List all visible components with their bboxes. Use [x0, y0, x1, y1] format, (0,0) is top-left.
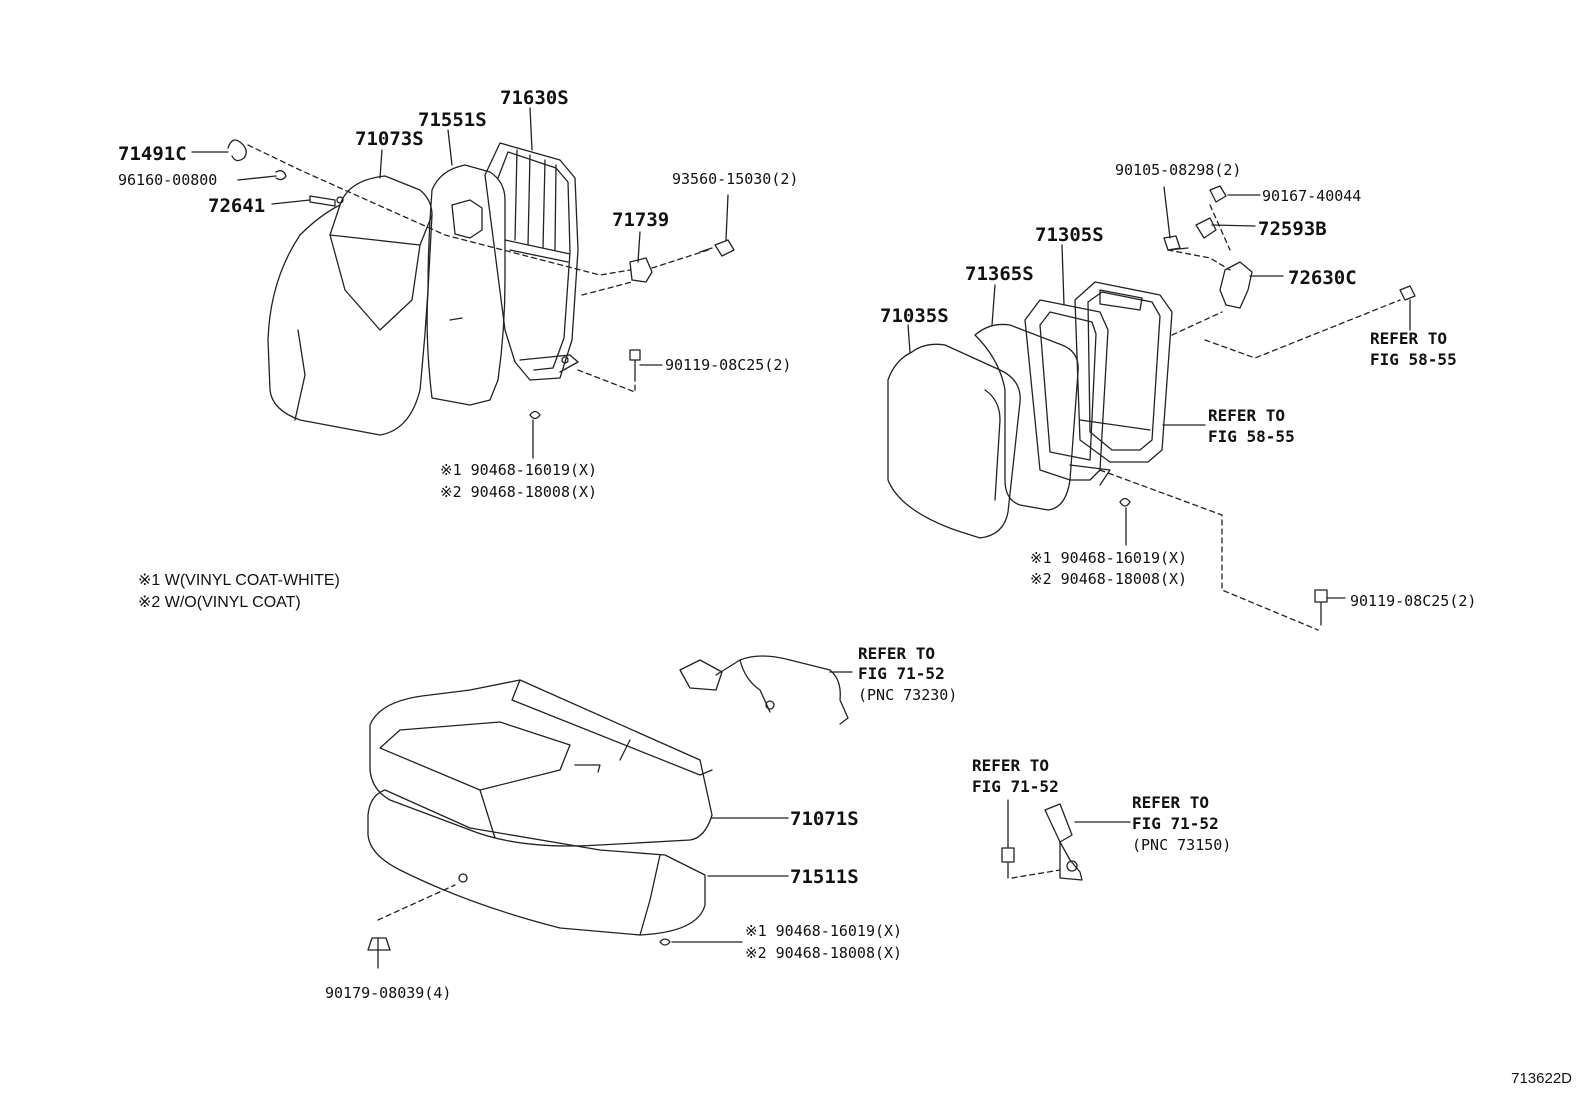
refer-58-55-a-line1: REFER TO — [1370, 329, 1448, 348]
label-71073S: 71073S — [355, 128, 424, 150]
refer-71-52-b-line2: FIG 71-52 — [972, 777, 1059, 796]
label-90105-08298: 90105-08298(2) — [1115, 161, 1242, 179]
label-90179-08039: 90179-08039(4) — [325, 984, 452, 1002]
label-90468-b2: ※2 90468-18008(X) — [1030, 570, 1188, 588]
refer-58-55-b-line1: REFER TO — [1208, 406, 1286, 425]
seatback-pad-71551S — [427, 165, 505, 405]
label-71630S: 71630S — [500, 87, 569, 109]
label-90468-c1: ※1 90468-16019(X) — [745, 922, 903, 940]
seat-cushion-cover-71071S — [370, 680, 712, 846]
seatback-frame-71630S — [485, 143, 578, 380]
note-2: ※2 W/O(VINYL COAT) — [138, 594, 301, 611]
refer-71-52-a-line2: FIG 71-52 — [858, 664, 945, 683]
refer-58-55-b-line2: FIG 58-55 — [1208, 427, 1295, 446]
figure-id: 713622D — [1511, 1070, 1572, 1087]
bolt-90167-icon — [1210, 186, 1226, 202]
label-71491C: 71491C — [118, 143, 187, 165]
label-90468-a2: ※2 90468-18008(X) — [440, 483, 598, 501]
label-90468-c2: ※2 90468-18008(X) — [745, 944, 903, 962]
refer-58-55-a-line2: FIG 58-55 — [1370, 350, 1457, 369]
label-90468-a1: ※1 90468-16019(X) — [440, 461, 598, 479]
label-72593B: 72593B — [1258, 218, 1327, 240]
bolt-rear-buckle-icon — [1002, 848, 1014, 878]
pin-72641-icon — [337, 197, 343, 203]
seatback-cover-71073S — [268, 176, 432, 435]
label-72641: 72641 — [208, 195, 266, 217]
label-90119-08C25-a: 90119-08C25(2) — [665, 356, 792, 374]
label-72630C: 72630C — [1288, 267, 1357, 289]
screw-93560-icon — [700, 240, 734, 256]
note-1: ※1 W(VINYL COAT-WHITE) — [138, 572, 340, 589]
seat-cushion-pad-71511S — [368, 790, 705, 935]
label-71511S: 71511S — [790, 866, 859, 888]
rear-seatback-panel-71305S-inner — [1025, 300, 1110, 485]
seatbelt-buckle-73150-icon — [1045, 804, 1082, 880]
nut-96160-icon — [276, 171, 286, 180]
label-96160-00800: 96160-00800 — [118, 171, 218, 189]
label-71305S: 71305S — [1035, 224, 1104, 246]
label-90468-b1: ※1 90468-16019(X) — [1030, 549, 1188, 567]
hinge-72630C-icon — [1220, 262, 1252, 308]
bolt-90119b-icon — [1315, 590, 1327, 625]
label-90167-40044: 90167-40044 — [1262, 187, 1362, 205]
cover-72593B-icon — [1196, 218, 1216, 238]
label-71551S: 71551S — [418, 109, 487, 131]
label-71365S: 71365S — [965, 263, 1034, 285]
label-71071S: 71071S — [790, 808, 859, 830]
refer-71-52-b-line1: REFER TO — [972, 756, 1050, 775]
label-90119-08C25-b: 90119-08C25(2) — [1350, 592, 1477, 610]
bolt-90105-icon — [1164, 236, 1188, 250]
label-93560-15030: 93560-15030(2) — [672, 170, 799, 188]
clip-90179-icon — [368, 938, 390, 950]
rear-seatback-frame-71305S — [1075, 282, 1172, 462]
label-71739: 71739 — [612, 209, 670, 231]
rear-seatback-pad-71365S — [975, 324, 1078, 510]
rear-seatback-cover-71035S — [888, 344, 1020, 538]
refer-71-52-c-line2: FIG 71-52 — [1132, 814, 1219, 833]
clip-71491C-icon — [228, 140, 246, 161]
bolt-refer-icon — [1400, 286, 1415, 300]
refer-71-52-a-line1: REFER TO — [858, 644, 936, 663]
bolt-72641-icon — [310, 196, 335, 206]
refer-71-52-a-line3: (PNC 73230) — [858, 686, 958, 704]
label-71035S: 71035S — [880, 305, 949, 327]
refer-71-52-c-line3: (PNC 73150) — [1132, 836, 1232, 854]
hog-ring-c-icon — [660, 939, 670, 945]
refer-71-52-c-line1: REFER TO — [1132, 793, 1210, 812]
seatbelt-buckle-73230-icon — [680, 656, 848, 724]
hinge-cover-71739-icon — [630, 258, 652, 282]
hog-ring-a-icon — [530, 412, 540, 419]
hog-ring-b-icon — [1120, 499, 1130, 507]
bolt-90119a-icon — [630, 350, 640, 380]
